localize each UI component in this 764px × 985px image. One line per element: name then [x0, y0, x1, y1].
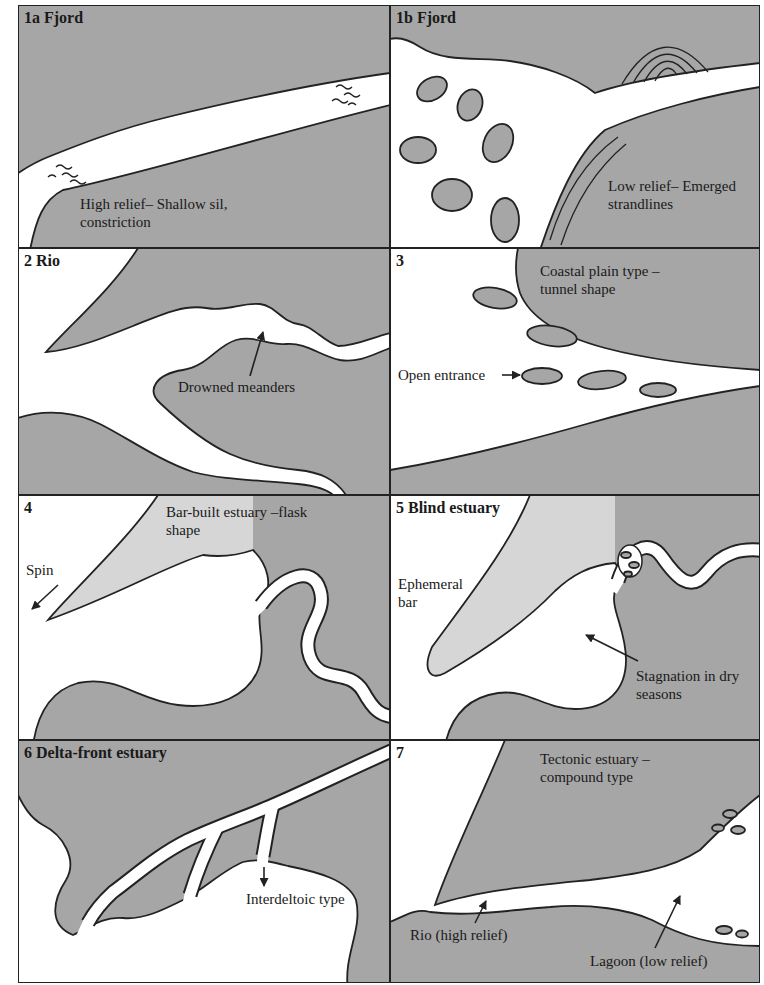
panel-title: 2 Rio [24, 252, 114, 270]
panel-label: Bar-built estuary –flask shape [166, 503, 336, 539]
estuary-panel: 2 RioDrowned meanders [18, 248, 390, 495]
island [640, 383, 676, 397]
panel-label: Ephemeral bar [398, 575, 473, 611]
panel-label: Coastal plain type –tunnel shape [540, 262, 690, 298]
panel-label: Low relief– Emerged strandlines [608, 177, 756, 213]
panel-title: 7 [396, 744, 436, 762]
land [516, 248, 760, 370]
channel [262, 805, 273, 868]
land [435, 740, 760, 905]
panel-label: Open entrance [398, 366, 502, 384]
panel-title: 5 Blind estuary [396, 499, 526, 517]
panel-label: Interdeltoic type [246, 890, 346, 908]
strandlines [622, 47, 708, 84]
island [723, 810, 737, 818]
island [432, 179, 472, 211]
blind-estuary-map [428, 495, 764, 745]
tectonic-estuary-map [390, 740, 760, 985]
panel-title: 1b Fjord [396, 9, 526, 27]
fjord-low-relief-map [390, 5, 760, 250]
estuary-panel: 3Coastal plain type –tunnel shapeOpen en… [390, 248, 760, 495]
river-mouth [618, 545, 642, 577]
panel-label: Stagnation in dry seasons [636, 667, 741, 703]
island [621, 552, 631, 558]
land [30, 105, 390, 248]
panel-title: 6 Delta-front estuary [24, 744, 244, 762]
shoreline [33, 495, 268, 740]
sill-waves [332, 85, 360, 105]
island [472, 284, 519, 311]
leader-arrow [263, 867, 265, 886]
rio-map [18, 248, 390, 498]
estuary-panel: 7 Tectonic estuary – compound typeRio (hi… [390, 740, 760, 983]
island [577, 369, 627, 392]
land [18, 413, 336, 495]
leader-arrow [250, 332, 263, 376]
panel-label: Drowned meanders [178, 378, 338, 396]
panel-label: Spin [26, 561, 66, 579]
leader-arrow [586, 635, 638, 661]
land [390, 906, 760, 983]
bar-built-estuary-map [32, 495, 398, 745]
panel-label: Lagoon (low relief) [590, 952, 740, 970]
shoreline [428, 495, 626, 740]
leader-arrow [655, 896, 680, 948]
coastal-plain-map [390, 248, 760, 498]
panel-title: 3 [396, 252, 436, 270]
island [453, 86, 486, 124]
panel-label: Tectonic estuary – compound type [540, 750, 665, 786]
panel-label: High relief– Shallow sil, constriction [80, 195, 280, 231]
estuary-panel: 1b FjordLow relief– Emerged strandlines [390, 5, 760, 248]
estuary-panel: 5 Blind estuaryEphemeral barStagnation i… [390, 495, 760, 740]
estuary-panel: 4 Bar-built estuary –flask shapeSpin [18, 495, 390, 740]
river [253, 576, 390, 717]
leader-arrow [32, 585, 58, 609]
island [624, 572, 632, 577]
island [736, 931, 748, 938]
land [33, 495, 390, 740]
channel [82, 748, 390, 936]
land [540, 87, 760, 248]
island [629, 562, 639, 568]
sill-waves [48, 165, 86, 184]
island [491, 198, 519, 242]
estuary-panel: 6 Delta-front estuaryInterdeltoic type [18, 740, 390, 983]
panel-label: Rio (high relief) [410, 926, 540, 944]
island [712, 825, 724, 832]
island [522, 368, 562, 384]
island [716, 926, 732, 934]
island [400, 137, 436, 163]
fjord-high-relief-map [18, 5, 390, 255]
delta-front-estuary-map [18, 740, 398, 985]
panel-title: 4 [24, 499, 64, 517]
leader-arrow [502, 374, 520, 376]
channel [187, 826, 218, 908]
island [526, 323, 578, 350]
estuary-panel: 1a FjordHigh relief– Shallow sil, constr… [18, 5, 390, 248]
island [731, 826, 745, 834]
island [477, 119, 519, 167]
panel-title: 1a Fjord [24, 9, 154, 27]
leader-arrow [475, 901, 486, 923]
land [390, 386, 760, 495]
island [413, 71, 452, 106]
land [46, 248, 390, 352]
